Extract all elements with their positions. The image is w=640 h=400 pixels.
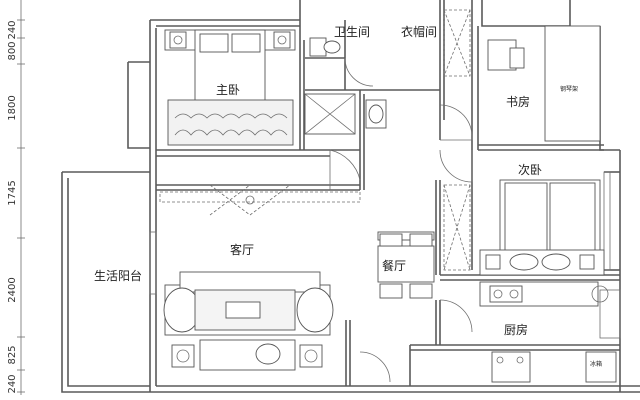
bathroom-fixtures xyxy=(304,37,387,135)
room-label-bathroom: 卫生间 xyxy=(334,25,370,39)
dimension-label: 1800 xyxy=(7,95,18,120)
room-label-study-extra: 钢琴架 xyxy=(560,85,578,93)
door-swings xyxy=(149,57,621,383)
dimension-label: 240 xyxy=(7,374,18,393)
room-label-dining-room: 餐厅 xyxy=(382,258,406,273)
study-desk xyxy=(487,25,601,142)
room-label-living-room: 客厅 xyxy=(230,242,254,257)
room-label-second-bedroom: 次卧 xyxy=(518,163,542,177)
dimension-label: 800 xyxy=(7,41,18,60)
room-label-balcony: 生活阳台 xyxy=(94,268,142,283)
dimension-label: 825 xyxy=(7,345,18,364)
master-bed xyxy=(164,29,296,146)
second-bed xyxy=(479,179,605,276)
room-label-fridge: 冰箱 xyxy=(590,360,602,368)
dimension-label: 1745 xyxy=(7,180,18,205)
exterior-walls xyxy=(61,0,640,393)
dining-table xyxy=(377,231,435,299)
room-label-study: 书房 xyxy=(506,94,530,109)
room-label-cloakroom: 衣帽间 xyxy=(401,24,437,39)
interior-walls xyxy=(156,0,620,386)
wardrobe xyxy=(159,9,471,271)
sofa-set xyxy=(163,271,334,371)
room-label-master-bedroom: 主卧 xyxy=(216,83,240,97)
ceiling-light xyxy=(209,184,291,216)
dimension-label: 240 xyxy=(7,20,18,39)
room-label-kitchen: 厨房 xyxy=(504,322,528,337)
dimension-label: 2400 xyxy=(7,277,18,302)
dimension-chain: 240 800 1800 1745 2400 825 240 xyxy=(7,0,25,395)
kitchen-counters xyxy=(479,281,617,383)
